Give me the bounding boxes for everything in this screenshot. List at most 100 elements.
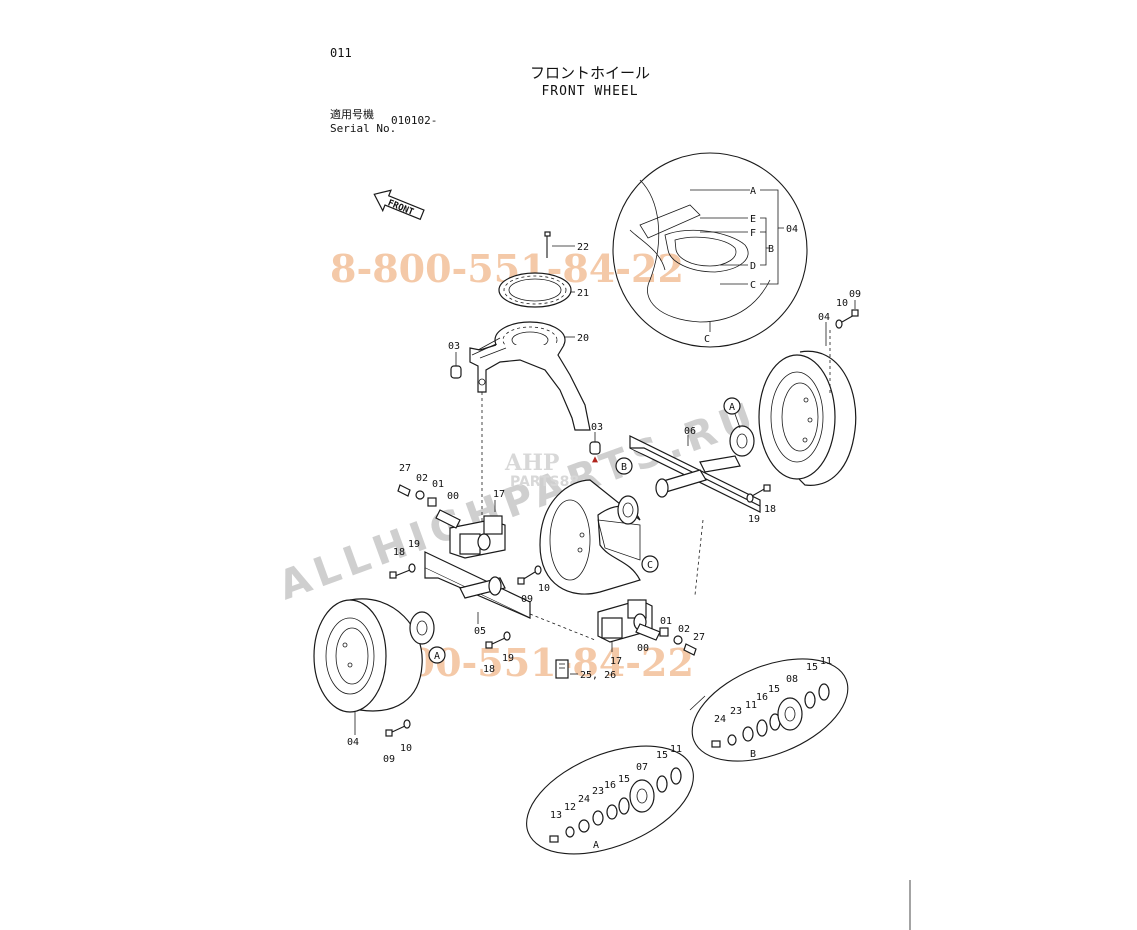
bolt-18-right: 18 19 [746, 484, 776, 525]
bolt-18-bottom: 18 19 [483, 631, 514, 675]
ref-b: B [621, 462, 627, 473]
logo-top: AHP [504, 450, 559, 476]
callout-f: F [750, 228, 756, 239]
label-02r: 02 [678, 624, 690, 635]
bushing-03-center: 03 ▲ [589, 422, 603, 465]
label-b11a: 11 [745, 700, 757, 711]
washer-01-right: 01 [659, 616, 672, 637]
serial-label-english: Serial No. [330, 122, 397, 135]
title-japanese: フロントホイール [529, 64, 650, 82]
label-a15a: 15 [618, 774, 630, 785]
serial-label-japanese: 適用号機 [330, 108, 374, 121]
label-a12: 12 [564, 802, 576, 813]
label-20: 20 [577, 333, 589, 344]
front-direction-arrow: FRONT [373, 189, 425, 221]
label-05: 05 [474, 626, 486, 637]
callout-04: 04 [786, 224, 798, 235]
label-b15b: 15 [806, 662, 818, 673]
callout-b: B [768, 244, 774, 255]
washer-01-left: 01 [427, 479, 444, 507]
label-17l: 17 [493, 489, 505, 500]
ref-c: C [647, 560, 653, 571]
label-a23: 23 [592, 786, 604, 797]
center-wheel-half: C [539, 479, 659, 595]
label-10c: 10 [538, 583, 550, 594]
label-18l: 18 [393, 547, 405, 558]
label-a07: 07 [636, 762, 648, 773]
label-27r: 27 [693, 632, 705, 643]
shim-25-26: 25, 26 [555, 659, 616, 681]
label-a16: 16 [604, 780, 616, 791]
label-b24: 24 [714, 714, 726, 725]
label-b11b: 11 [820, 656, 832, 667]
ref-a-top: A [729, 402, 735, 413]
grease-fitting-27-left: 27 [397, 463, 411, 497]
label-19l: 19 [408, 539, 420, 550]
left-wheel-04: 04 A [313, 598, 446, 748]
logo-bottom: PARTS88 [510, 474, 579, 490]
label-01l: 01 [432, 479, 444, 490]
label-a24: 24 [578, 794, 590, 805]
grease-fitting-27-right: 27 [683, 632, 705, 656]
label-b-detail: B [750, 749, 756, 760]
callout-c: C [750, 280, 756, 291]
serial-number-value: 010102- [391, 114, 438, 127]
label-19b: 19 [502, 653, 514, 664]
page-code: 011 [330, 46, 352, 60]
bolt-22: 22 [544, 231, 589, 258]
label-09bl: 09 [383, 754, 395, 765]
callout-c-bottom: C [704, 334, 710, 345]
label-a13: 13 [550, 810, 562, 821]
title-english: FRONT WHEEL [541, 84, 639, 99]
label-b15a: 15 [768, 684, 780, 695]
callout-d: D [750, 261, 756, 272]
label-17r: 17 [610, 656, 622, 667]
label-02l: 02 [416, 473, 428, 484]
axle-beam-05: 05 [424, 551, 596, 641]
pin-00-left: 00 [435, 491, 461, 529]
label-00r: 00 [637, 643, 649, 654]
right-wheel-04: 04 [758, 312, 857, 486]
hub-detail-b: 24 23 11 16 15 08 15 11 B [689, 656, 849, 762]
axle-beam-06: 06 [629, 426, 761, 596]
logo-watermark: AHP PARTS88 [504, 450, 579, 490]
bolt-18-left: 18 19 [389, 539, 420, 579]
label-a15b: 15 [656, 750, 668, 761]
label-01r: 01 [660, 616, 672, 627]
ref-a-left: A [434, 651, 440, 662]
label-04r: 04 [818, 312, 830, 323]
nut-02-right: 02 [673, 624, 690, 645]
label-b23: 23 [730, 706, 742, 717]
pivot-block-17-left: 17 [449, 489, 506, 559]
label-22: 22 [577, 242, 589, 253]
label-09tr: 09 [849, 289, 861, 300]
hub-detail-a: 13 12 24 23 16 15 07 15 11 A [526, 744, 694, 855]
bushing-03-left: 03 [448, 341, 462, 379]
ref-b-circle: B [615, 457, 633, 475]
detail-view-circle: A E F B D C 04 C [612, 152, 808, 348]
label-21: 21 [577, 288, 589, 299]
steering-bracket-20: 20 [469, 321, 591, 540]
label-18b: 18 [483, 664, 495, 675]
label-b16: 16 [756, 692, 768, 703]
nut-02-left: 02 [415, 473, 428, 500]
label-10bl: 10 [400, 743, 412, 754]
callout-e: E [750, 214, 756, 225]
bolt-09-center: 09 10 [517, 565, 550, 605]
label-a-detail: A [593, 840, 599, 851]
label-04l: 04 [347, 737, 359, 748]
bearing-ring-21: 21 [498, 272, 589, 308]
hub-assembly-right: A [723, 397, 755, 457]
label-10tr: 10 [836, 298, 848, 309]
label-b08: 08 [786, 674, 798, 685]
label-06: 06 [684, 426, 696, 437]
callout-a: A [750, 186, 756, 197]
label-a11: 11 [670, 744, 682, 755]
bolt-09-top-right: 09 10 [835, 289, 861, 329]
label-18r: 18 [764, 504, 776, 515]
bolt-09-bottom-left: 09 10 [383, 719, 412, 765]
label-09c: 09 [521, 594, 533, 605]
label-27l: 27 [399, 463, 411, 474]
